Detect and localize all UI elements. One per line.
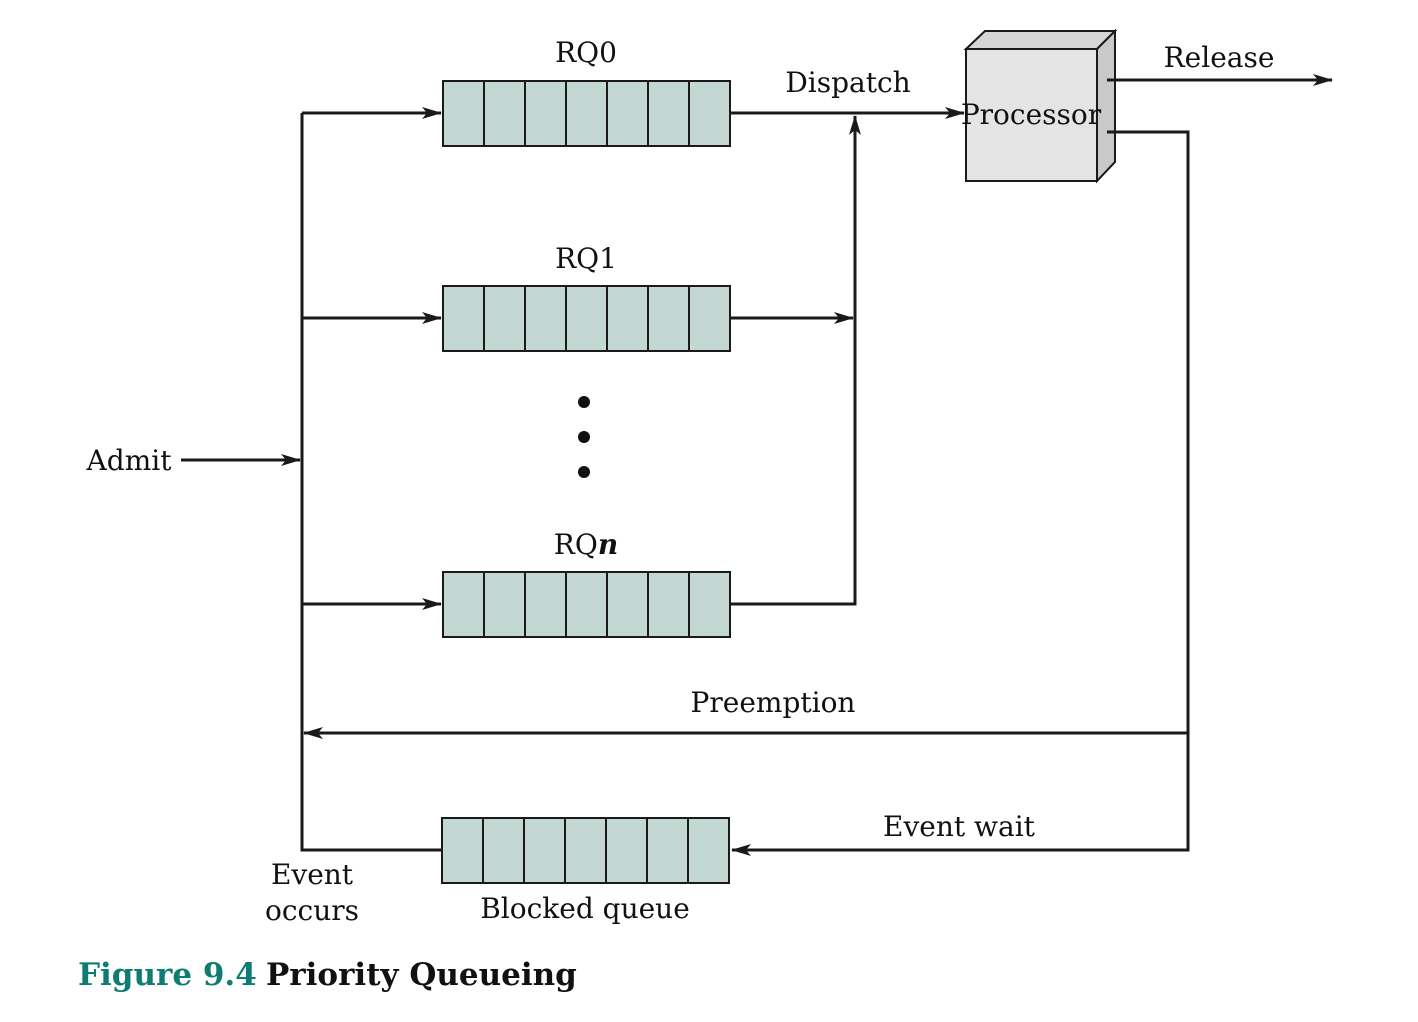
queue-slot — [688, 571, 731, 638]
processor-box — [963, 28, 1118, 184]
queue-slot — [442, 80, 485, 147]
ellipsis-dots — [578, 396, 590, 478]
blocked-queue — [441, 817, 730, 884]
queue-slot — [523, 817, 566, 884]
queue-slot — [524, 80, 567, 147]
blocked-queue-label: Blocked queue — [480, 892, 690, 925]
queue-rq1 — [442, 285, 731, 352]
queue-slot — [647, 285, 690, 352]
figure-number: Figure 9.4 — [78, 957, 257, 993]
queue-slot — [483, 80, 526, 147]
queue-rqn — [442, 571, 731, 638]
queue-rq0 — [442, 80, 731, 147]
rqn-label: RQn — [554, 528, 618, 561]
queue-slot — [606, 80, 649, 147]
event-wait-label: Event wait — [883, 810, 1036, 843]
release-label: Release — [1164, 41, 1275, 74]
queue-slot — [606, 285, 649, 352]
queue-slot — [688, 80, 731, 147]
queue-slot — [442, 571, 485, 638]
rq0-label: RQ0 — [555, 36, 617, 69]
queue-slot — [524, 285, 567, 352]
queue-slot — [688, 285, 731, 352]
queue-slot — [441, 817, 484, 884]
queue-slot — [565, 80, 608, 147]
queue-slot — [565, 571, 608, 638]
queue-slot — [687, 817, 730, 884]
admit-label: Admit — [86, 444, 173, 477]
event-occurs-label-line2: occurs — [265, 894, 359, 927]
processor-label: Processor — [961, 98, 1102, 131]
queue-slot — [647, 571, 690, 638]
event-occurs-label-line1: Event — [271, 858, 354, 891]
queue-slot — [442, 285, 485, 352]
queue-slot — [483, 285, 526, 352]
queue-slot — [483, 571, 526, 638]
rqn-to-dispatch-line — [730, 115, 861, 606]
queue-slot — [606, 571, 649, 638]
dispatch-label: Dispatch — [785, 66, 910, 99]
queue-slot — [646, 817, 689, 884]
queue-slot — [482, 817, 525, 884]
figure-title: Priority Queueing — [266, 957, 577, 993]
queue-slot — [605, 817, 648, 884]
queue-slot — [564, 817, 607, 884]
queue-slot — [565, 285, 608, 352]
queue-slot — [647, 80, 690, 147]
rq1-label: RQ1 — [555, 242, 617, 275]
preemption-label: Preemption — [691, 686, 856, 719]
queue-slot — [524, 571, 567, 638]
processor-return-line — [731, 130, 1190, 856]
admit-bus-line — [300, 113, 442, 852]
